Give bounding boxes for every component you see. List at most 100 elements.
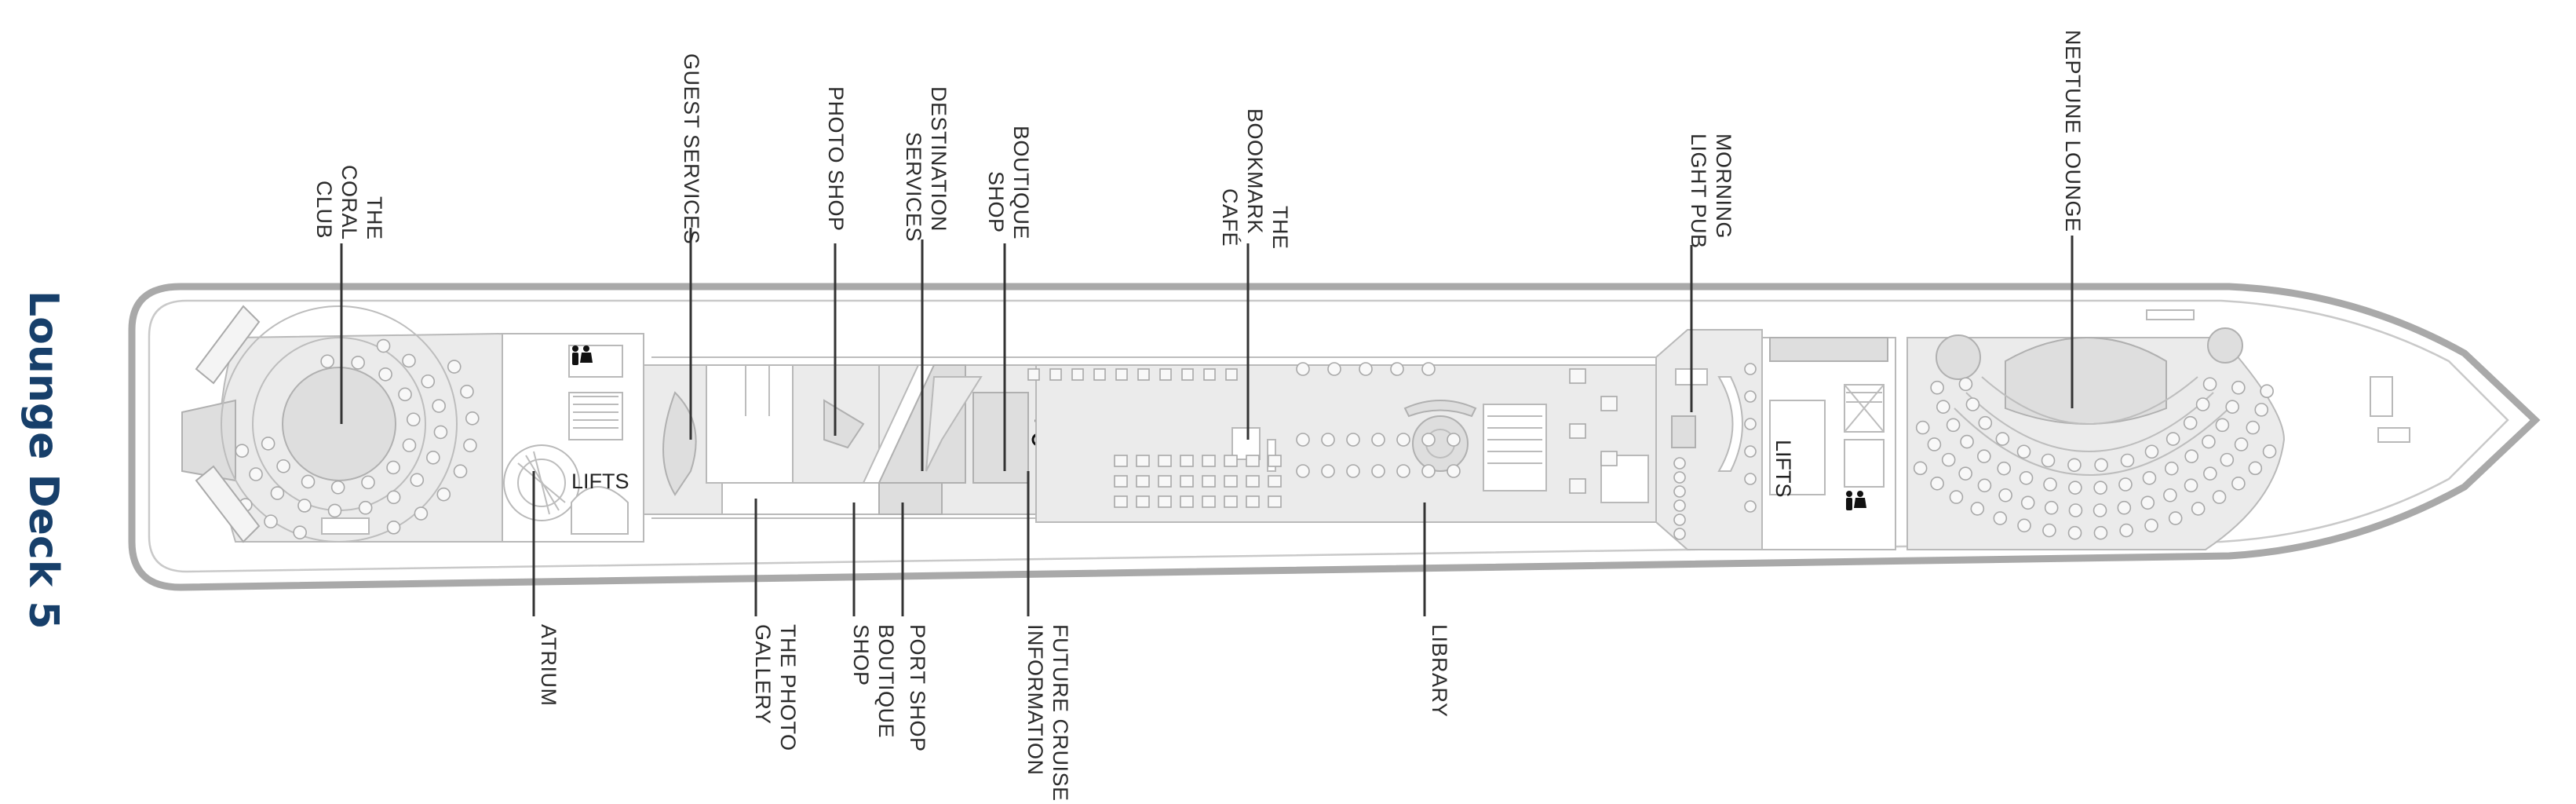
seat [2262,444,2277,459]
deck-title: Lounge Deck 5 [20,291,67,630]
label-future-cruise-1: FUTURE CRUISE [1049,624,1072,802]
seat [2225,400,2239,415]
seat [2094,458,2108,473]
seat [2231,380,2246,395]
seat [2191,502,2206,516]
seat [2093,503,2107,517]
seat [1998,488,2012,502]
seat [1224,495,1238,508]
seat [2016,444,2031,459]
seat [2260,384,2274,399]
seat [1158,475,1172,488]
seat [1321,433,1335,447]
seat [402,438,417,452]
seat [1296,433,1310,447]
label-port-shop: PORT SHOP [906,624,929,752]
seat [376,338,391,353]
seat [1977,449,1991,463]
label-guest-services: GUEST SERVICES [680,53,703,244]
seat [2020,495,2035,510]
seat [453,464,468,479]
label-photo-shop: PHOTO SHOP [824,86,848,232]
seat [1421,464,1436,478]
cafe-library-area [1027,362,1657,523]
seat [320,354,334,369]
label-photo-gallery-1: THE PHOTO [776,624,800,751]
seat [1993,511,2008,525]
seat [1946,418,1961,433]
seat [1093,368,1106,381]
seat [1202,495,1216,508]
seat [1371,464,1385,478]
label-destination-services-2: SERVICES [902,132,925,242]
seat [1447,464,1461,478]
seat [1936,400,1950,415]
seat [426,451,440,465]
seat [1321,464,1335,478]
seat [264,514,278,528]
seat [1965,397,1980,411]
seat [2212,490,2227,504]
seat [2202,434,2216,449]
seat [330,480,345,495]
restroom-icon [1846,491,1866,510]
seat [421,374,436,389]
seat [1181,368,1194,381]
seat [386,460,400,475]
seat [447,360,462,374]
seat [433,425,448,440]
seat [358,500,373,515]
seat [1224,475,1238,488]
seat [460,384,474,399]
seat [261,437,275,451]
seat [1346,464,1360,478]
seat [1913,461,1928,476]
seat [2248,461,2263,476]
seat [2041,453,2056,468]
seat [1158,495,1172,508]
seat [1997,461,2012,476]
seat [1136,495,1150,508]
seat [2043,477,2057,492]
seat [1158,455,1172,467]
label-bookmark-cafe-3: CAFÉ [1218,188,1242,247]
seat [2017,518,2031,533]
seat [402,353,416,368]
seat [1296,464,1310,478]
seat [1600,451,1618,466]
seat [2246,420,2260,435]
seat [1995,432,2010,446]
seat [1136,455,1150,467]
seat [410,473,425,488]
seat [2119,523,2133,538]
seat [1569,368,1586,384]
seat [1396,464,1410,478]
seat [1296,362,1310,376]
seat [1071,368,1084,381]
seat [1114,475,1128,488]
seat [2195,397,2210,411]
seat [465,411,480,426]
seat [1960,434,1974,449]
seat [2183,415,2198,430]
seat [1203,368,1216,381]
seat [301,474,316,489]
seat [270,486,285,500]
label-future-cruise-2: INFORMATION [1023,624,1047,775]
seat [2068,481,2082,495]
seat [2231,477,2246,491]
seat [1268,455,1282,467]
seat [1915,420,1930,435]
seat [1569,423,1586,439]
label-boutique-shop-top-2: SHOP [984,171,1008,233]
seat [1396,433,1410,447]
seat [1673,471,1686,484]
seat [1137,368,1150,381]
seat [2202,377,2217,392]
seat [2042,523,2056,538]
seat [2093,481,2107,495]
bottom-labels: ATRIUM THE PHOTO GALLERY BOUTIQUE SHOP P… [537,624,1451,802]
seat [1421,433,1436,447]
seat [1744,473,1757,485]
